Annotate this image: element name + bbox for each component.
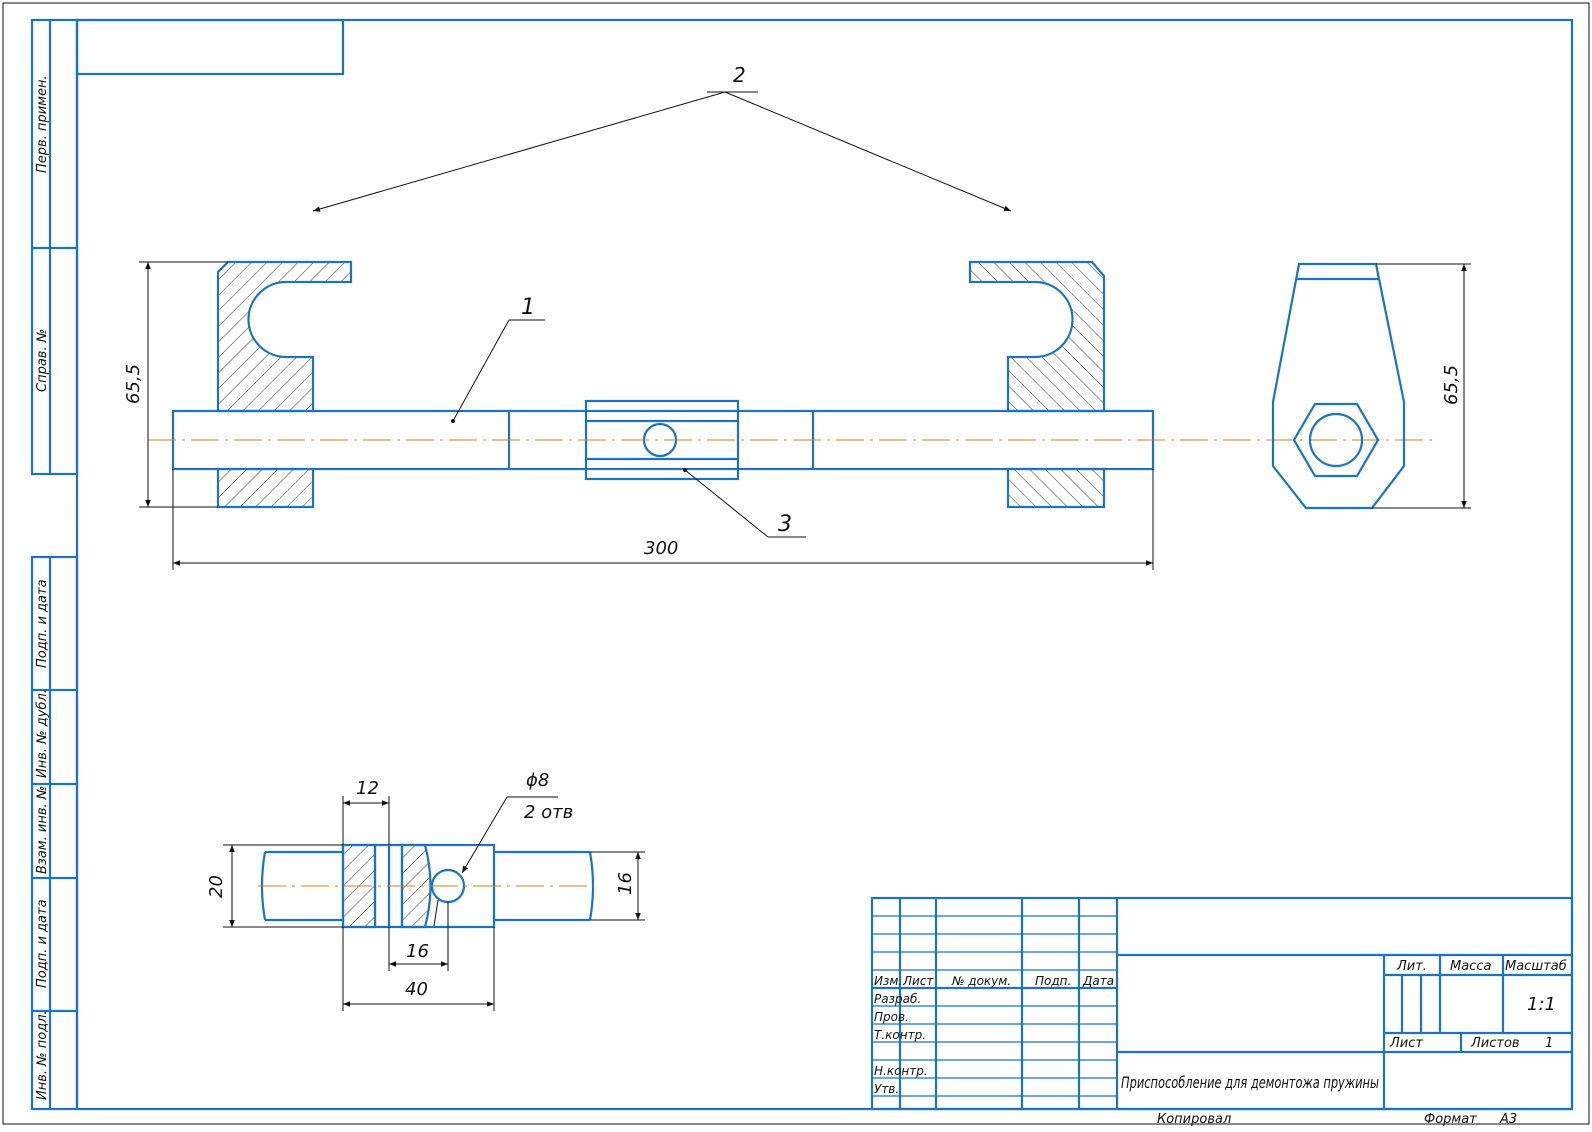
dim-detail-height: 20 (206, 844, 343, 928)
dim-detail-hole-count: 2 отв (524, 802, 573, 823)
label-podp-data-1: Подп. и дата (35, 579, 50, 668)
footer-format-value: А3 (1499, 1112, 1517, 1127)
tb-col-list: Лист (902, 974, 934, 988)
tb-masshtab: Масштаб (1505, 959, 1567, 974)
dim-detail-slot: 12 (342, 778, 390, 845)
dim-height-left: 65,5 (123, 261, 228, 508)
callout-1: 1 (451, 295, 545, 423)
left-hook (216, 260, 353, 509)
label-perv-primen: Перв. примен. (35, 75, 50, 173)
right-hook (968, 260, 1106, 509)
dim-overall-length: 300 (172, 469, 1154, 570)
tb-utv: Утв. (874, 1082, 899, 1096)
tb-drawing-title: Приспособление для демонтожа пружины (1121, 1073, 1379, 1092)
inner-frame (75, 18, 1574, 1111)
detail-view (258, 843, 595, 929)
top-left-stamp-box (75, 18, 345, 76)
left-margin-lower: Подп. и дата Инв. № дубл. Взам. инв. № П… (30, 555, 79, 1111)
tb-prov: Пров. (874, 1010, 909, 1024)
label-inv-podl: Инв. № подл. (35, 1010, 50, 1100)
tb-listov-value: 1 (1545, 1036, 1553, 1051)
tb-col-doc: № докум. (951, 974, 1011, 988)
side-view (1271, 262, 1406, 510)
dim-detail-hole-offset: 16 (388, 902, 449, 971)
dim-detail-shaft: 16 (590, 851, 645, 921)
dim-overall-length-label: 300 (644, 538, 678, 559)
dim-height-right-label: 65,5 (1441, 365, 1462, 405)
callout-3-label: 3 (778, 512, 792, 537)
callout-1-label: 1 (521, 295, 535, 320)
tb-scale-value: 1:1 (1527, 994, 1556, 1015)
callout-2: 2 (312, 63, 1012, 212)
dim-detail-shaft-label: 16 (615, 872, 636, 895)
tb-massa: Масса (1450, 959, 1491, 974)
label-inv-dubl: Инв. № дубл. (35, 689, 50, 778)
footer-kopiroval: Копировал (1157, 1112, 1231, 1127)
dim-detail-length: 40 (342, 927, 495, 1011)
title-block: Изм. Лист № докум. Подп. Дата Разраб. Пр… (870, 896, 1574, 1111)
tb-col-izm: Изм. (874, 974, 902, 988)
label-podp-data-2: Подп. и дата (35, 899, 50, 988)
label-sprav-no: Справ. № (35, 329, 50, 392)
callout-3: 3 (683, 468, 806, 538)
dim-height-left-label: 65,5 (123, 364, 144, 404)
dim-detail-hole-label: ϕ8 (526, 770, 549, 791)
dim-detail-height-label: 20 (206, 875, 227, 898)
tb-lit: Лит. (1396, 959, 1427, 974)
tb-col-podp: Подп. (1035, 974, 1071, 988)
tb-razrab: Разраб. (874, 992, 921, 1006)
dim-detail-hole-offset-label: 16 (406, 941, 429, 962)
label-vzam-inv: Взам. инв. № (35, 786, 50, 874)
callout-2-label: 2 (733, 63, 746, 87)
footer-format-label: Формат (1424, 1112, 1477, 1127)
tb-col-data: Дата (1082, 974, 1114, 988)
dim-detail-length-label: 40 (405, 979, 428, 1000)
dim-height-right: 65,5 (1372, 263, 1471, 509)
left-margin-upper: Перв. примен. Справ. № (30, 18, 79, 476)
tb-t-kontr: Т.контр. (874, 1028, 926, 1042)
tb-listov-label: Листов (1470, 1036, 1520, 1051)
dim-detail-slot-label: 12 (356, 778, 379, 799)
tb-n-kontr: Н.контр. (874, 1064, 928, 1078)
tb-list-label: Лист (1389, 1036, 1423, 1051)
dim-detail-hole: ϕ8 2 отв (433, 770, 573, 927)
